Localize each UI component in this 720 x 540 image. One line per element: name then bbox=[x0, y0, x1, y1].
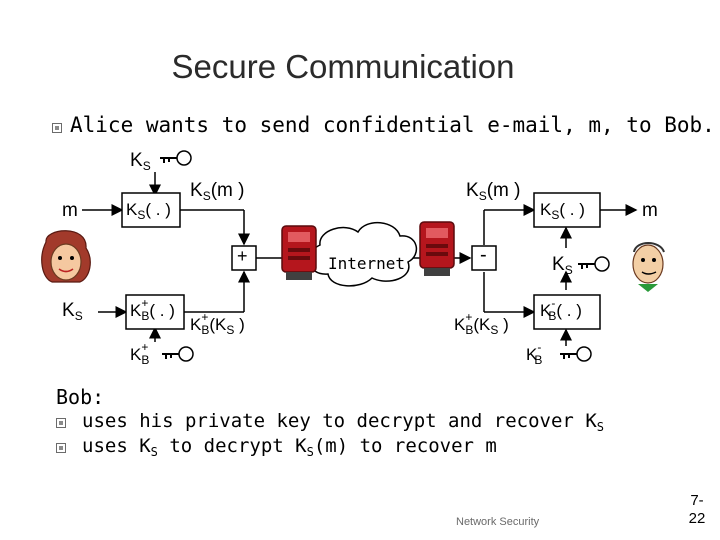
ks-m-left-label: KS(m ) bbox=[190, 180, 245, 203]
key-icon-ks-top bbox=[160, 150, 192, 166]
kb-plus-ks-right-label: K+B(KS ) bbox=[454, 310, 509, 337]
key-icon-kb-minus bbox=[560, 346, 592, 362]
alice-m-label: m bbox=[62, 200, 78, 221]
bullet-icon bbox=[56, 418, 66, 428]
kb-minus-func-label: K-B( . ) bbox=[540, 296, 582, 323]
plus-operator: + bbox=[237, 246, 248, 266]
internet-label: Internet bbox=[328, 254, 406, 273]
bullet-icon bbox=[52, 123, 62, 133]
ks-box bbox=[121, 192, 181, 228]
kb-minus-key-label: K-B bbox=[526, 340, 543, 367]
alice-ks-label: KS bbox=[62, 300, 83, 323]
bob-face bbox=[632, 242, 665, 292]
router-icon-left bbox=[281, 225, 317, 280]
bob-point-1: uses his private key to decrypt and reco… bbox=[82, 410, 604, 434]
minus-box bbox=[471, 245, 497, 271]
alice-face bbox=[41, 230, 91, 283]
bullet-icon bbox=[56, 443, 66, 453]
kb-plus-func-label: K+B( . ) bbox=[130, 296, 175, 323]
ks-top-label: KS bbox=[130, 150, 151, 173]
slide-title: Secure Communication bbox=[171, 48, 515, 85]
bob-point-2: uses KS to decrypt KS(m) to recover m bbox=[82, 435, 497, 459]
plus-box bbox=[231, 245, 257, 271]
minus-operator: - bbox=[480, 244, 487, 266]
router-icon-right bbox=[419, 221, 455, 276]
kbplus-box bbox=[125, 294, 185, 330]
kbminus-box bbox=[533, 294, 601, 330]
ks-m-right-label: KS(m ) bbox=[466, 180, 521, 203]
key-icon-bob-ks bbox=[578, 256, 610, 272]
bob-ks-box bbox=[533, 192, 601, 228]
bob-m-label: m bbox=[642, 200, 658, 221]
key-icon-kb-plus bbox=[162, 346, 194, 362]
bob-ks-func-label: KS( . ) bbox=[540, 200, 585, 222]
page-number: 7- 22 bbox=[688, 492, 706, 527]
kb-plus-key-label: K+B bbox=[130, 340, 150, 367]
bob-ks-label: KS bbox=[552, 254, 573, 277]
bob-heading: Bob: bbox=[56, 385, 105, 409]
ks-func-label: KS( . ) bbox=[126, 200, 171, 222]
intro-text: Alice wants to send confidential e-mail,… bbox=[70, 113, 715, 137]
footer-text: Network Security bbox=[456, 516, 540, 528]
kb-plus-ks-left-label: K+B(KS ) bbox=[190, 310, 245, 337]
internet-cloud bbox=[308, 222, 418, 287]
